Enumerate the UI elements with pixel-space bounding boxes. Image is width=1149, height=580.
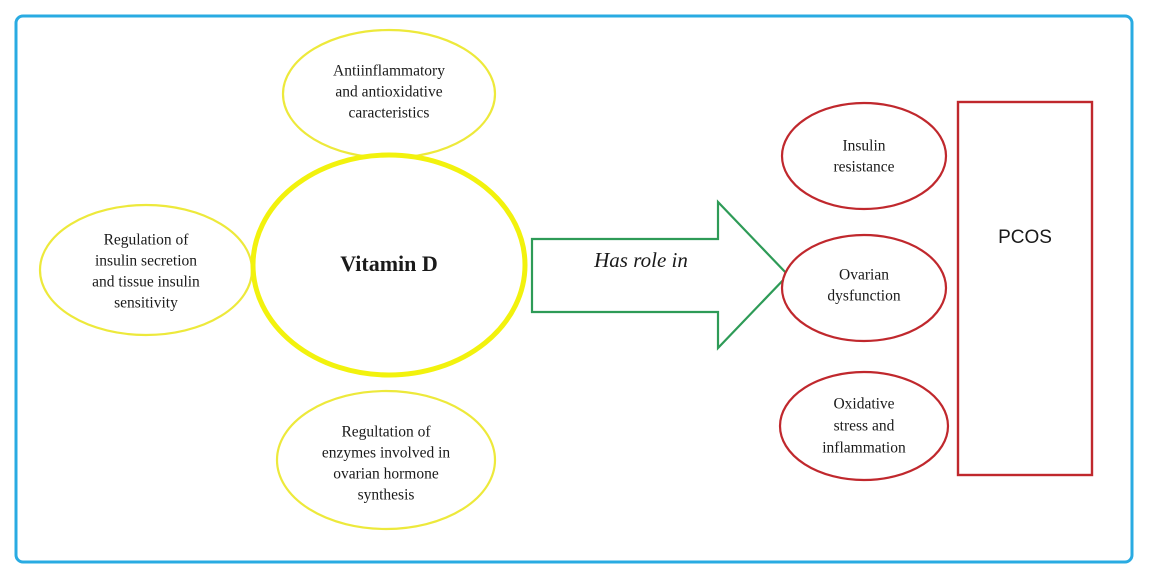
satellite-node-insulin-regulation[interactable]: Regulation of insulin secretion and tiss…	[38, 203, 254, 337]
satellite-label-line: Antiinflammatory	[333, 63, 445, 80]
satellite-label-line: caracteristics	[349, 105, 430, 122]
outcome-label-line: inflammation	[822, 440, 906, 457]
center-node-circle	[250, 152, 528, 378]
outcome-ellipse-insulin-resistance	[780, 101, 948, 211]
outcome-node-oxidative-stress[interactable]: Oxidative stress and inflammation	[778, 370, 950, 482]
outcome-label-line: resistance	[833, 159, 894, 176]
outcome-label-line: dysfunction	[827, 288, 900, 305]
satellite-node-enzyme-regulation[interactable]: Regultation of enzymes involved in ovari…	[275, 389, 497, 531]
satellite-label-line: Regultation of	[341, 424, 431, 441]
satellite-ellipse-insulin-regulation	[38, 203, 254, 337]
outcome-label-line: Ovarian	[839, 267, 889, 284]
center-node-label: Vitamin D	[340, 251, 438, 276]
satellite-ellipse-enzyme-regulation	[275, 389, 497, 531]
connector-arrow-label: Has role in	[593, 248, 688, 272]
outcome-group-pcos[interactable]: PCOS	[956, 100, 1094, 477]
satellite-label-line: sensitivity	[114, 295, 178, 312]
outcome-ellipse-ovarian-dysfunction	[780, 233, 948, 343]
outcome-group-label: PCOS	[998, 227, 1052, 248]
satellite-label-line: insulin secretion	[95, 253, 197, 270]
satellite-node-antiinflammatory[interactable]: Antiinflammatory and antioxidative carac…	[281, 28, 497, 160]
satellite-label-line: Regulation of	[104, 232, 190, 249]
outcome-ellipse-oxidative-stress	[778, 370, 950, 482]
block-arrow-shape	[530, 199, 790, 351]
satellite-label-line: enzymes involved in	[322, 445, 451, 462]
outcome-label-line: stress and	[834, 418, 895, 435]
outcome-label-line: Insulin	[842, 138, 885, 155]
satellite-label-line: and antioxidative	[335, 84, 442, 101]
outcome-node-insulin-resistance[interactable]: Insulin resistance	[780, 101, 948, 211]
satellite-label-line: synthesis	[358, 487, 415, 504]
outcome-node-ovarian-dysfunction[interactable]: Ovarian dysfunction	[780, 233, 948, 343]
satellite-label-line: and tissue insulin	[92, 274, 200, 291]
figure-frame	[14, 14, 1134, 564]
center-node-vitamin-d[interactable]: Vitamin D	[250, 152, 528, 378]
satellite-label-line: ovarian hormone	[333, 466, 439, 483]
outcome-group-rect	[956, 100, 1094, 477]
connector-arrow[interactable]: Has role in	[530, 199, 790, 351]
outcome-label-line: Oxidative	[833, 396, 894, 413]
